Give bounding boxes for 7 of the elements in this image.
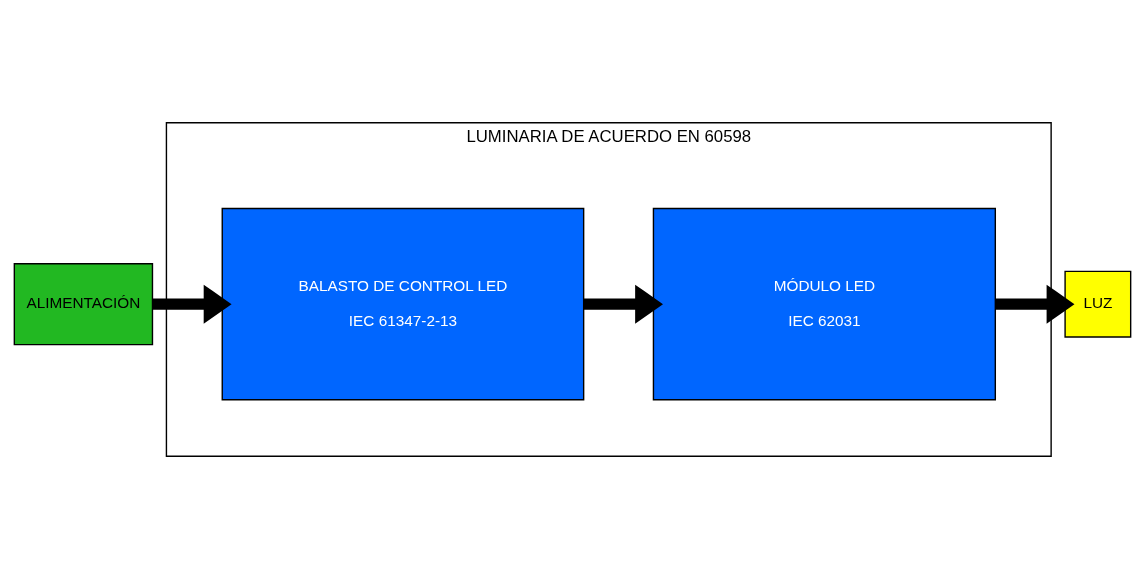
arrow (583, 284, 663, 324)
node-box: ALIMENTACIÓN (13, 262, 154, 345)
node-box: MÓDULO LED IEC 62031 (652, 207, 997, 400)
node-box: BALASTO DE CONTROL LED IEC 61347-2-13 (221, 207, 585, 400)
node-box: LUZ (1064, 270, 1132, 338)
arrow (995, 284, 1075, 324)
arrow (152, 284, 232, 324)
